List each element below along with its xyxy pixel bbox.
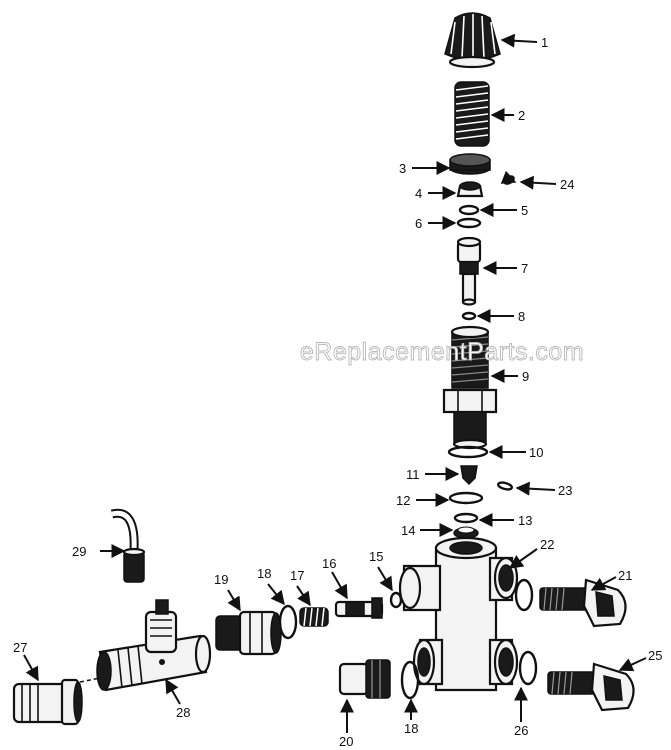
callout-20: 20 <box>339 734 353 749</box>
part-16-stem <box>334 597 384 619</box>
callout-14: 14 <box>401 523 415 538</box>
callout-9: 9 <box>522 369 529 384</box>
callout-19: 19 <box>214 572 228 587</box>
callout-29: 29 <box>72 544 86 559</box>
watermark: eReplacementParts.com <box>300 338 584 366</box>
callout-7: 7 <box>521 261 528 276</box>
part-27-nipple <box>12 678 83 726</box>
callout-15: 15 <box>369 549 383 564</box>
part-19-fitting <box>215 610 282 656</box>
part-2-spring <box>454 81 490 147</box>
part-18-o-ring-lower <box>400 660 420 700</box>
callout-8: 8 <box>518 309 525 324</box>
part-17-spring <box>299 607 329 627</box>
callout-28: 28 <box>176 705 190 720</box>
part-5-washer <box>458 204 480 216</box>
part-28-tee <box>96 599 212 692</box>
callout-13: 13 <box>518 513 532 528</box>
callout-24: 24 <box>560 177 574 192</box>
part-10-o-ring <box>447 445 489 459</box>
part-18-o-ring-upper <box>278 604 298 640</box>
part-12-o-ring <box>448 491 484 505</box>
part-24-pin <box>503 175 515 185</box>
leader-arrows <box>23 33 647 733</box>
part-21-fitting <box>539 578 627 628</box>
part-7-stem <box>456 236 482 306</box>
callout-2: 2 <box>518 108 525 123</box>
part-14-seat <box>453 526 479 539</box>
callout-12: 12 <box>396 493 410 508</box>
callout-6: 6 <box>415 216 422 231</box>
part-4-nut-small <box>456 181 484 198</box>
assembly-dashed-line <box>79 677 101 683</box>
callout-21: 21 <box>618 568 632 583</box>
callout-3: 3 <box>399 161 406 176</box>
part-29-strainer <box>110 508 146 583</box>
part-20-fitting <box>338 659 391 699</box>
part-21-o-ring <box>514 578 534 612</box>
callout-10: 10 <box>529 445 543 460</box>
callout-22: 22 <box>540 537 554 552</box>
part-3-nut <box>449 153 491 175</box>
part-6-o-ring <box>456 217 482 229</box>
callout-27: 27 <box>13 640 27 655</box>
part-15-o-ring <box>389 591 403 609</box>
callout-16: 16 <box>322 556 336 571</box>
part-23-pin <box>496 481 514 491</box>
callout-4: 4 <box>415 186 422 201</box>
callout-17: 17 <box>290 568 304 583</box>
callout-18b: 18 <box>404 721 418 736</box>
callout-18a: 18 <box>257 566 271 581</box>
part-9-housing <box>442 325 498 450</box>
part-13-washer <box>453 512 479 524</box>
callout-23: 23 <box>558 483 572 498</box>
callout-25: 25 <box>648 648 662 663</box>
part-8-o-ring <box>461 311 477 321</box>
callout-1: 1 <box>541 35 548 50</box>
part-22-manifold <box>398 536 519 692</box>
callout-5: 5 <box>521 203 528 218</box>
part-11-valve <box>460 465 478 486</box>
callout-11: 11 <box>406 467 420 482</box>
callout-26: 26 <box>514 723 528 738</box>
part-26-o-ring <box>518 650 538 686</box>
part-1-knob <box>444 12 501 69</box>
part-25-fitting <box>547 662 635 712</box>
